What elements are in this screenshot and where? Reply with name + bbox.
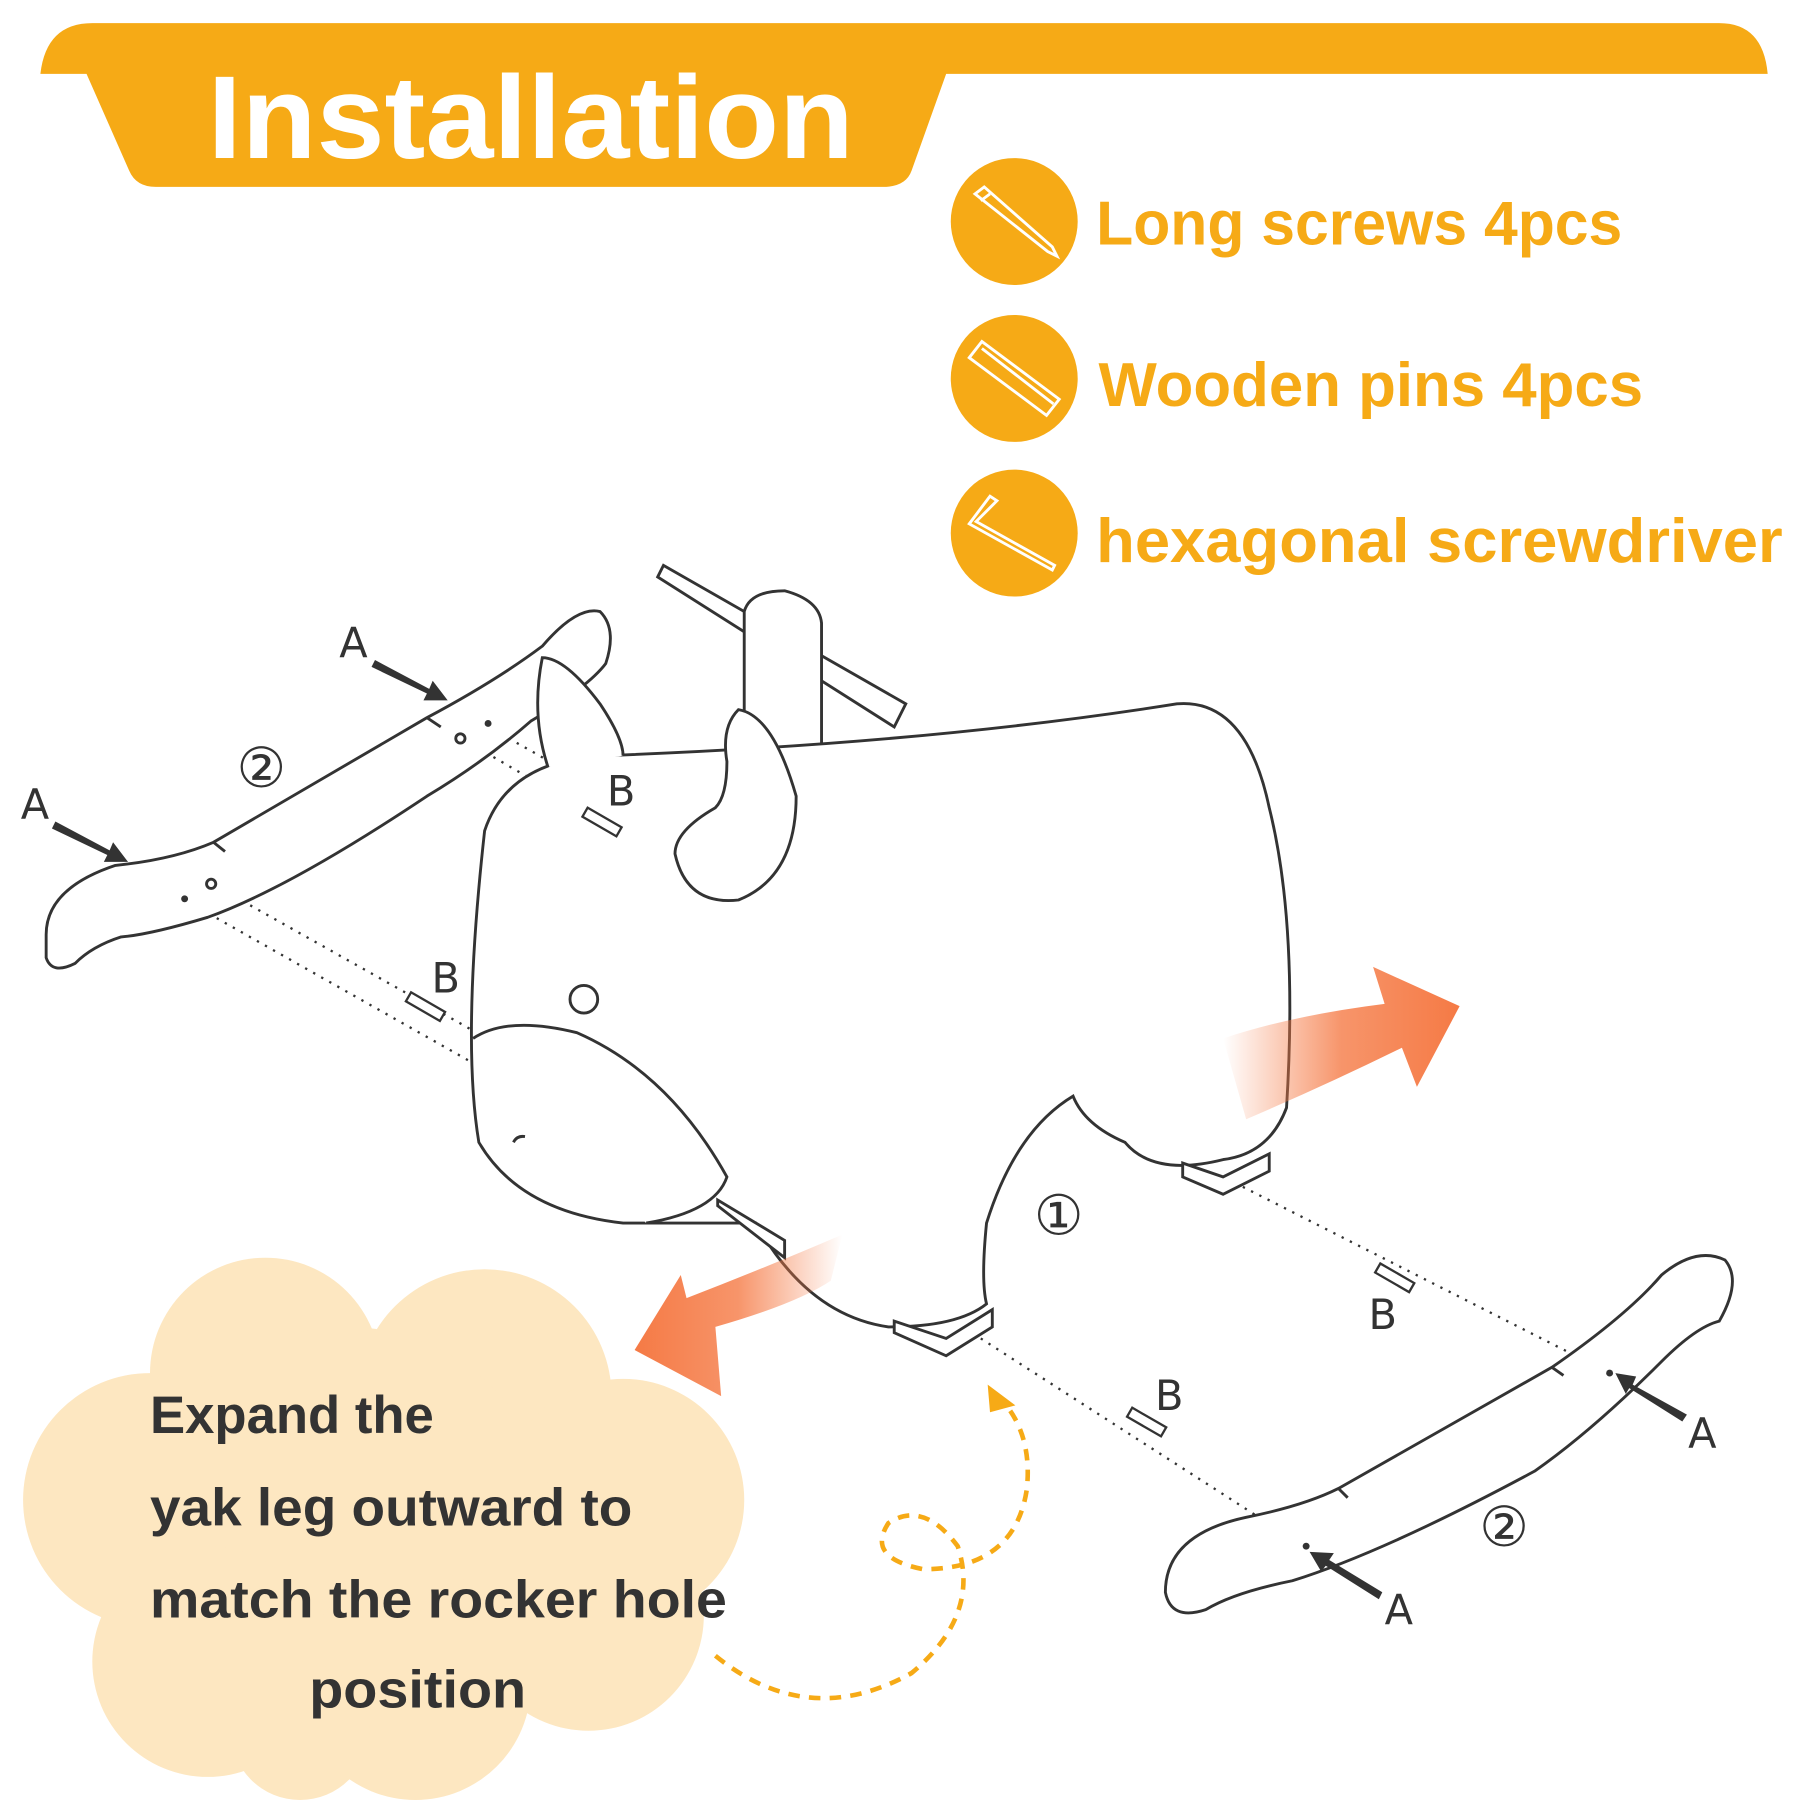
label-a: A xyxy=(1385,1586,1414,1635)
screw-icon xyxy=(972,185,1061,260)
step-2-label: ② xyxy=(1479,1496,1529,1560)
svg-text:Expand the: Expand the xyxy=(150,1386,434,1445)
curly-arrow xyxy=(713,1394,1030,1701)
label-b: B xyxy=(607,766,635,815)
svg-text:Wooden pins 4pcs: Wooden pins 4pcs xyxy=(1098,351,1643,420)
page-title: Installation xyxy=(208,51,854,183)
label-b: B xyxy=(432,953,460,1002)
label-a: A xyxy=(339,619,368,668)
part-hex-key: hexagonal screwdriver xyxy=(950,469,1783,597)
svg-text:yak leg outward to: yak leg outward to xyxy=(150,1478,632,1537)
svg-text:match the rocker hole: match the rocker hole xyxy=(150,1571,727,1630)
label-b: B xyxy=(1155,1371,1183,1420)
part-labels: A A A A B B B B xyxy=(21,619,1717,1635)
wooden-pin-icon xyxy=(967,339,1062,418)
part-wooden-pins: Wooden pins 4pcs xyxy=(950,315,1643,442)
svg-text:position: position xyxy=(309,1661,526,1720)
label-b: B xyxy=(1368,1290,1396,1339)
part-long-screws: Long screws 4pcs xyxy=(950,158,1622,285)
callout-text: Expand the yak leg outward to match the … xyxy=(150,1386,727,1720)
expand-arrow-left xyxy=(634,1234,843,1397)
svg-text:Long screws 4pcs: Long screws 4pcs xyxy=(1096,190,1622,259)
curly-arrow-head xyxy=(987,1384,1016,1413)
step-2-label: ② xyxy=(237,737,287,801)
wooden-pins xyxy=(404,806,1416,1438)
step-1-label: ① xyxy=(1034,1185,1084,1249)
expand-arrow-right xyxy=(1223,966,1460,1120)
step-labels: ② ① ② xyxy=(237,737,1529,1560)
svg-text:hexagonal screwdriver: hexagonal screwdriver xyxy=(1096,507,1783,576)
rocker-front xyxy=(1163,1254,1734,1615)
label-a: A xyxy=(21,780,50,829)
yak-body xyxy=(469,563,1292,1358)
hex-key-icon xyxy=(967,494,1057,572)
callout-cloud xyxy=(23,1257,745,1800)
label-a: A xyxy=(1688,1409,1717,1458)
header-banner xyxy=(40,23,1768,187)
hole-a-arrows xyxy=(51,660,1687,1600)
